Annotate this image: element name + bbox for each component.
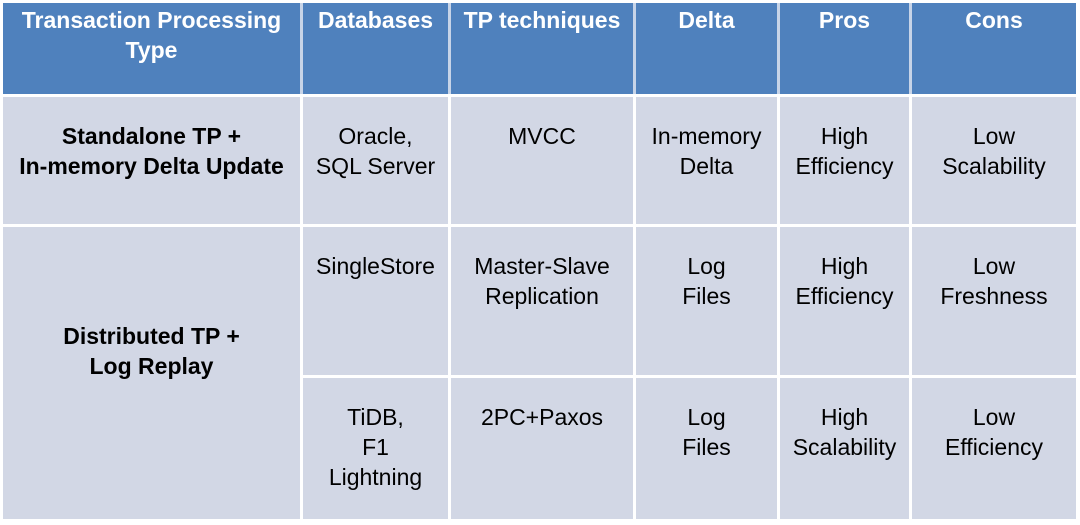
cell-row3-pros: High Scalability (780, 378, 909, 519)
col-header-delta: Delta (636, 3, 777, 94)
cell-row3-cons: Low Efficiency (912, 378, 1076, 519)
cell-row1-type: Standalone TP + In-memory Delta Update (3, 97, 300, 224)
cell-row3-databases: TiDB, F1 Lightning (303, 378, 448, 519)
comparison-table: Transaction Processing Type Databases TP… (3, 3, 1076, 519)
cell-row3-tp-techniques: 2PC+Paxos (451, 378, 633, 519)
cell-row2-pros: High Efficiency (780, 227, 909, 375)
cell-row2-cons: Low Freshness (912, 227, 1076, 375)
col-header-pros: Pros (780, 3, 909, 94)
cell-row2-databases: SingleStore (303, 227, 448, 375)
col-header-cons: Cons (912, 3, 1076, 94)
cell-row2-delta: Log Files (636, 227, 777, 375)
cell-row1-cons: Low Scalability (912, 97, 1076, 224)
cell-row2-3-type-merged: Distributed TP + Log Replay (3, 227, 300, 519)
col-header-databases: Databases (303, 3, 448, 94)
cell-row2-tp-techniques: Master-Slave Replication (451, 227, 633, 375)
cell-row3-delta: Log Files (636, 378, 777, 519)
col-header-transaction-processing-type: Transaction Processing Type (3, 3, 300, 94)
col-header-tp-techniques: TP techniques (451, 3, 633, 94)
cell-row1-databases: Oracle, SQL Server (303, 97, 448, 224)
cell-row1-delta: In-memory Delta (636, 97, 777, 224)
cell-row1-tp-techniques: MVCC (451, 97, 633, 224)
cell-row1-pros: High Efficiency (780, 97, 909, 224)
